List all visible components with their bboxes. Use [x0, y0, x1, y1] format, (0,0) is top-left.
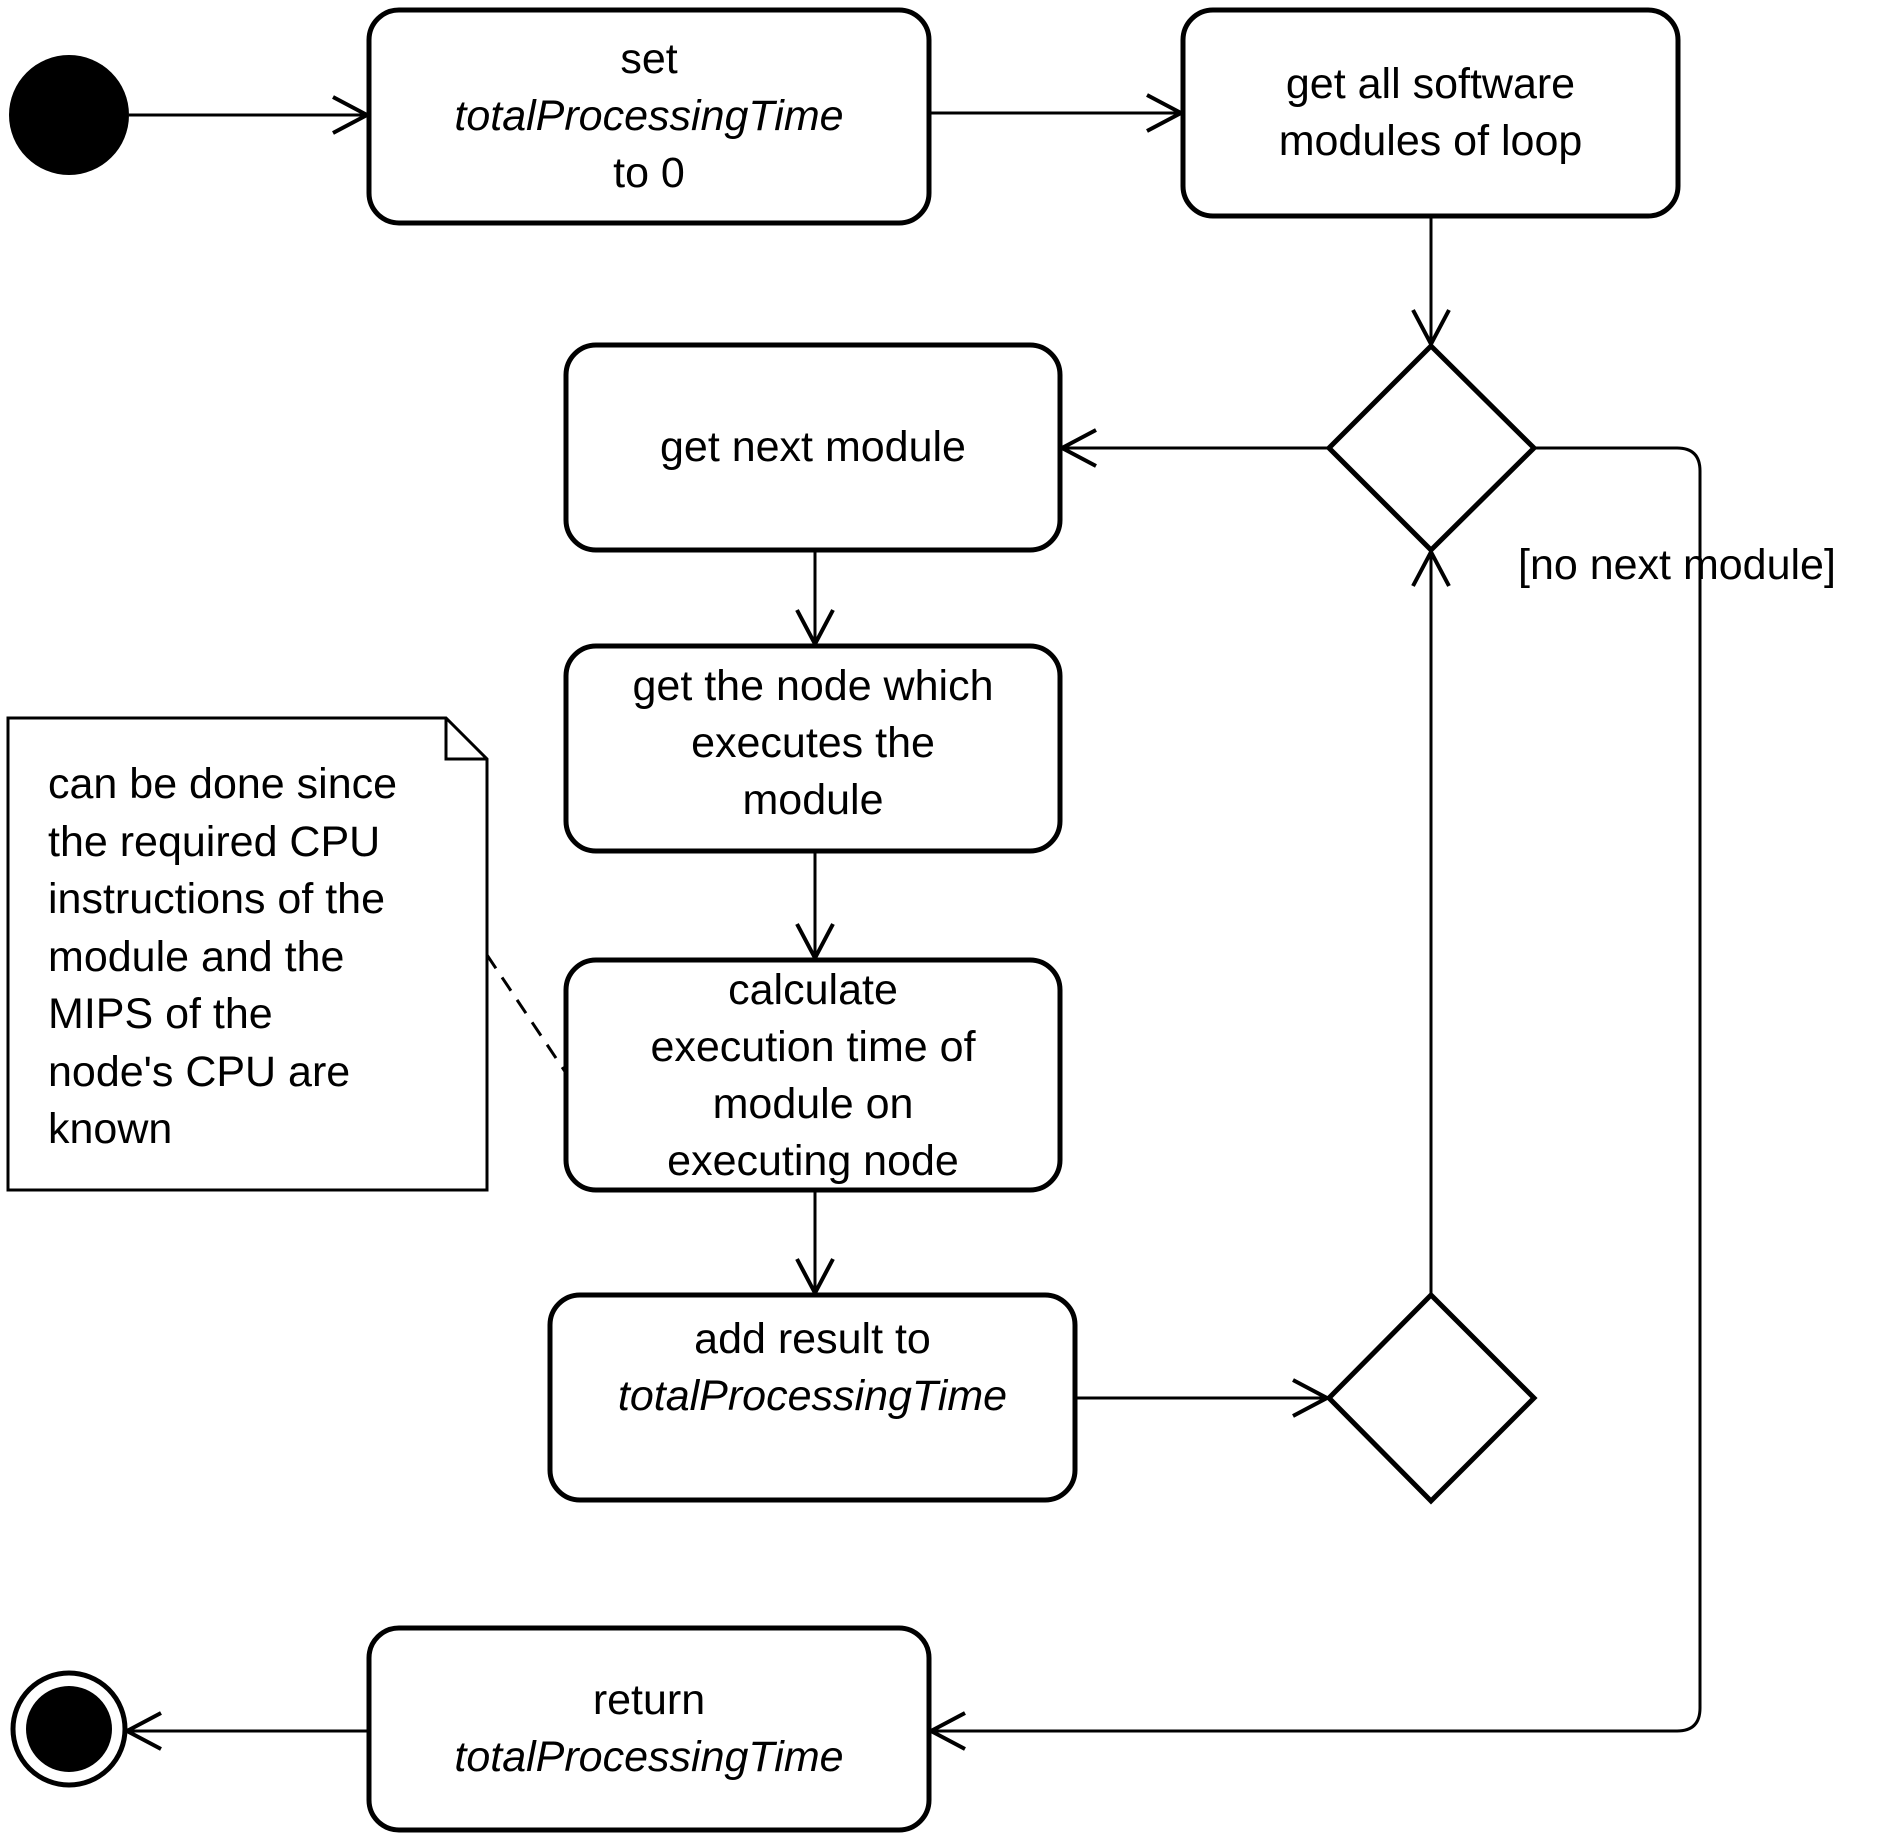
action-init-total-box [366, 7, 932, 226]
final-node [10, 1670, 128, 1788]
flow-decision-to-return [931, 446, 1702, 1731]
action-add-result-box [547, 1292, 1078, 1503]
initial-node [9, 55, 129, 175]
guard-label: [no next module] [1518, 541, 1836, 589]
note [6, 716, 489, 1192]
action-get-next-box [563, 342, 1063, 553]
action-get-node-box [563, 643, 1063, 854]
note-anchor-line [485, 954, 568, 1074]
action-return-box [366, 1625, 932, 1833]
note-text: can be done since the required CPU instr… [48, 760, 398, 1153]
merge-node [1325, 1291, 1538, 1505]
decision-node [1325, 342, 1538, 554]
action-calc-time-box [563, 957, 1063, 1193]
action-get-modules-box [1180, 7, 1681, 219]
